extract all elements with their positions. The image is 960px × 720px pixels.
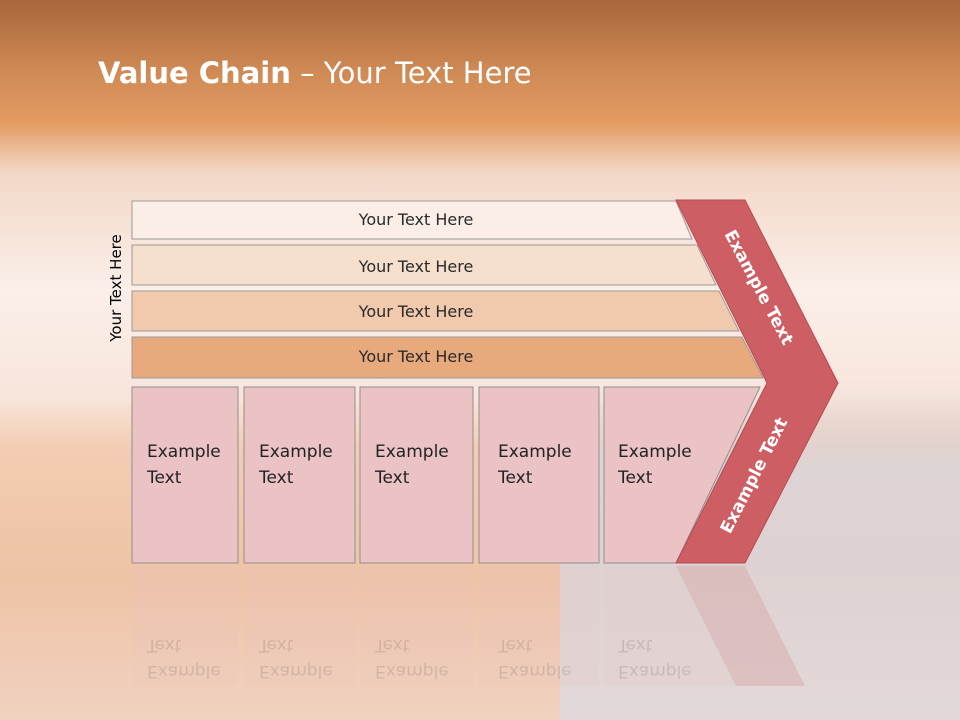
cell-1-line2: Text [147,468,182,488]
row-bar-2 [131,244,717,286]
cell-4-line1: Example [498,442,572,462]
reflection-cell-1 [132,566,238,686]
title-rest: – Your Text Here [290,56,532,90]
row-label-4: Your Text Here [358,347,474,366]
reflect-2-line2: Text [259,635,294,655]
cell-3-line2: Text [375,468,410,488]
cell-4 [478,386,600,564]
reflect-4-line2: Text [498,635,533,655]
cell-4-line2: Text [498,468,533,488]
row-label-3: Your Text Here [358,302,474,321]
reflect-1-line1: Example [147,661,221,681]
cell-5-line1: Example [618,442,692,462]
cell-2-line2: Text [259,468,294,488]
row-label-1: Your Text Here [358,210,474,229]
row-label-2: Your Text Here [358,257,474,276]
cell-1 [131,386,239,564]
cell-1-line1: Example [147,442,221,462]
cell-3-line1: Example [375,442,449,462]
diagram-reflection [132,566,805,686]
reflection-cell-5 [604,566,740,686]
reflect-2-line1: Example [259,661,333,681]
title-bold: Value Chain [98,56,291,90]
reflect-5-line2: Text [618,635,653,655]
row-bar-3 [131,290,740,332]
cell-5-line2: Text [618,468,653,488]
reflect-label-3: Example Text [375,632,470,684]
reflect-label-1: Example Text [147,632,242,684]
reflect-1-line2: Text [147,635,182,655]
reflect-4-line1: Example [498,661,572,681]
reflect-3-line2: Text [375,635,410,655]
cell-2 [243,386,356,564]
row-bar-1 [131,200,693,240]
reflection-cell-3 [360,566,473,686]
reflection-chevron [676,566,805,686]
cell-2-line1: Example [259,442,333,462]
cell-3 [359,386,474,564]
reflect-label-4: Example Text [498,632,593,684]
reflection-cell-4 [479,566,599,686]
reflection-cell-2 [244,566,355,686]
reflect-3-line1: Example [375,661,449,681]
reflect-label-5: Example Text [618,632,713,684]
chevron-arrow [675,199,839,564]
row-bar-4 [131,336,764,379]
reflect-5-line1: Example [618,661,692,681]
reflect-label-2: Example Text [259,632,354,684]
slide-title: Value Chain – Your Text Here [98,56,532,90]
